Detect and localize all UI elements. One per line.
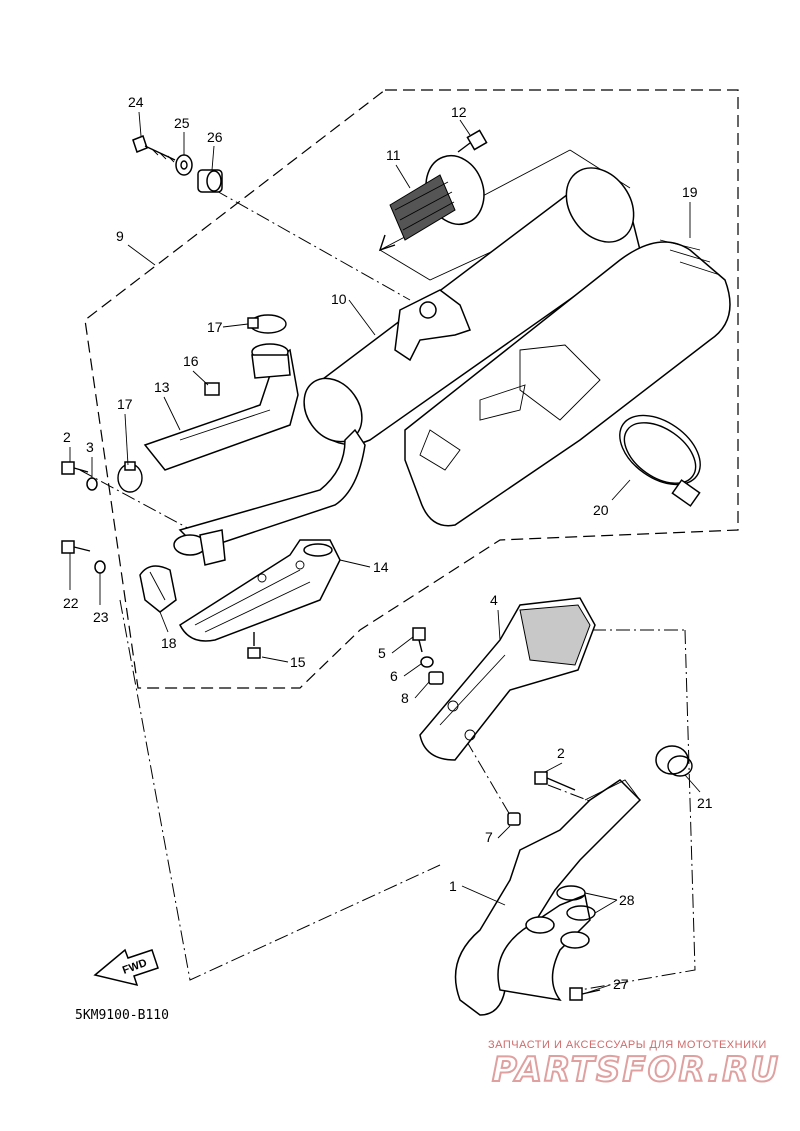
nut-7 [507, 812, 521, 826]
damper-8 [428, 671, 444, 685]
callout-21: 21 [697, 795, 713, 811]
watermark-tagline: ЗАПЧАСТИ И АКСЕССУАРЫ ДЛЯ МОТОТЕХНИКИ [488, 1039, 767, 1051]
collar-26 [197, 169, 223, 193]
washer-25 [175, 154, 193, 176]
exhaust-pipe [143, 343, 299, 471]
callout-27: 27 [613, 976, 629, 992]
bolt-5 [412, 627, 426, 653]
bolt-15 [247, 632, 261, 659]
callout-26: 26 [207, 129, 223, 145]
callout-19: 19 [682, 184, 698, 200]
callout-11: 11 [386, 147, 401, 163]
callout-13: 13 [154, 379, 170, 395]
bolt-12 [457, 129, 488, 153]
callout-7: 7 [485, 829, 493, 845]
callout-17-lower: 17 [117, 396, 133, 412]
callout-16: 16 [183, 353, 199, 369]
bolt-2-upper [61, 461, 89, 475]
assembly-outline-9 [84, 89, 739, 689]
part-callouts: 24 25 26 12 11 19 9 10 17 16 13 17 2 3 2… [63, 94, 713, 992]
callout-15: 15 [290, 654, 306, 670]
callout-2-lower: 2 [557, 745, 565, 761]
callout-6: 6 [390, 668, 398, 684]
washer-6 [420, 656, 434, 668]
callout-25: 25 [174, 115, 190, 131]
callout-3: 3 [86, 439, 94, 455]
diagram-code: 5KM9100-B110 [75, 1008, 169, 1023]
fwd-arrow-icon: FWD [93, 948, 159, 987]
washer-23 [94, 560, 106, 574]
callout-10: 10 [331, 291, 347, 307]
washer-3 [86, 477, 98, 491]
heat-protector-14 [179, 539, 341, 642]
clamp-17-lower [117, 461, 143, 493]
callout-12: 12 [451, 104, 467, 120]
nut-16 [204, 382, 220, 396]
callout-22: 22 [63, 595, 79, 611]
clamp-17-upper [247, 314, 287, 334]
callout-2-upper: 2 [63, 429, 71, 445]
spark-arrester [378, 154, 485, 252]
silencer-pipe [173, 428, 366, 566]
bolt-24 [132, 135, 176, 163]
callout-24: 24 [128, 94, 144, 110]
callout-1: 1 [449, 878, 457, 894]
silencer-body [303, 167, 641, 446]
callout-leaders [69, 111, 701, 995]
bolt-22 [61, 540, 91, 554]
callout-9: 9 [116, 228, 124, 244]
callout-20: 20 [593, 502, 609, 518]
callout-5: 5 [378, 645, 386, 661]
callout-4: 4 [490, 592, 498, 608]
callout-14: 14 [373, 559, 389, 575]
gasket-21 [655, 745, 693, 777]
clamp-band [619, 414, 701, 507]
heat-shield-cover [404, 239, 731, 527]
watermark-logo: PARTSFOR.RU [492, 1050, 780, 1090]
bolt-2-lower [534, 771, 576, 791]
callout-23: 23 [93, 609, 109, 625]
callout-8: 8 [401, 690, 409, 706]
joint-clamp-18 [139, 565, 177, 613]
pipe-protector-4 [419, 597, 596, 761]
callout-17-upper: 17 [207, 319, 223, 335]
callout-18: 18 [161, 635, 177, 651]
exhaust-header-1 [454, 779, 642, 1016]
callout-28: 28 [619, 892, 635, 908]
